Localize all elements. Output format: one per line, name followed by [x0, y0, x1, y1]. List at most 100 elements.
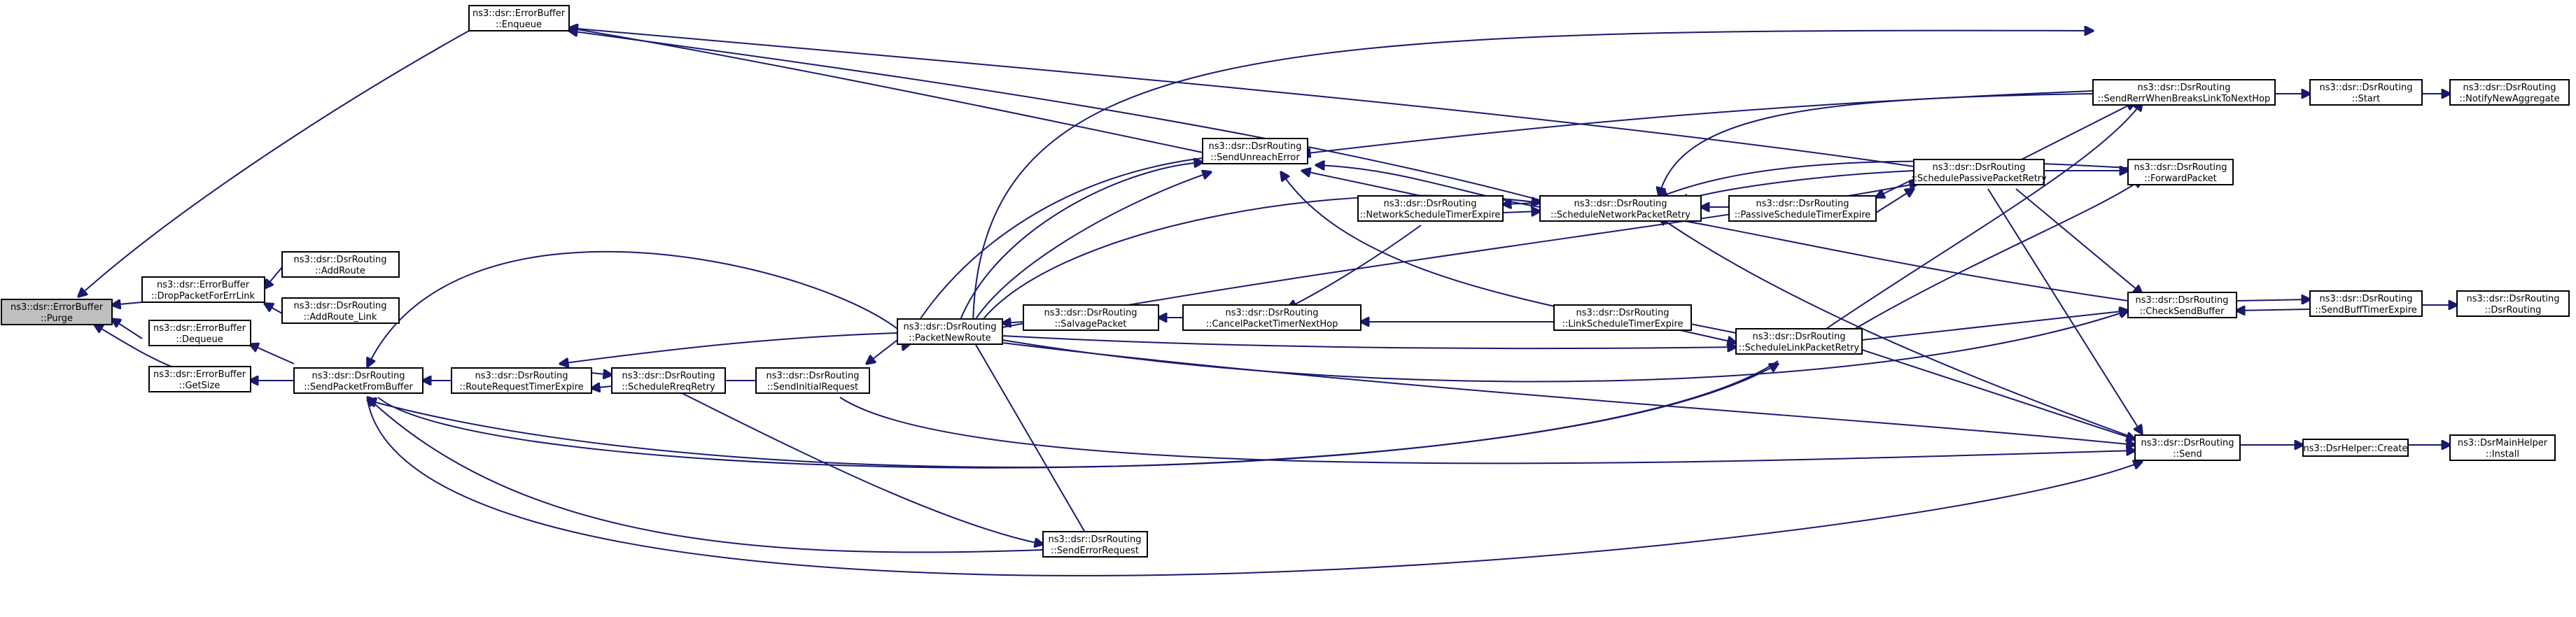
node-schedlink[interactable]: ns3::dsr::DsrRouting ::ScheduleLinkPacke…: [1735, 328, 1863, 355]
node-dequeue[interactable]: ns3::dsr::ErrorBuffer ::Dequeue: [148, 320, 251, 346]
node-senderr[interactable]: ns3::dsr::DsrRouting ::SendErrorRequest: [1042, 531, 1148, 558]
node-checksend-line2: ::CheckSendBuffer: [2140, 306, 2225, 317]
edge-linkste-sendunreach: [1281, 172, 1562, 308]
edge-pnr-sendpfb: [368, 250, 898, 367]
edge-schedpass-checksend: [2015, 188, 2142, 294]
node-netste-line1: ns3::dsr::DsrRouting: [1384, 199, 1477, 209]
node-netste[interactable]: ns3::dsr::DsrRouting ::NetworkScheduleTi…: [1357, 195, 1504, 222]
edge-schednet-enqueue: [569, 31, 1541, 201]
node-cancelnh[interactable]: ns3::dsr::DsrRouting ::CancelPacketTimer…: [1182, 304, 1362, 331]
node-dequeue-line1: ns3::dsr::ErrorBuffer: [153, 323, 246, 334]
edge-linkste-schedlink: [1679, 329, 1736, 343]
node-dsrrouting-line1: ns3::dsr::DsrRouting: [2467, 294, 2560, 304]
edge-checksend-schednet: [1659, 217, 2129, 302]
node-senderrbreak[interactable]: ns3::dsr::DsrRouting ::SendRerrWhenBreak…: [2092, 79, 2276, 106]
edge-sendpfb-schedlink: [377, 364, 1778, 469]
edge-pnr-sendinit: [867, 339, 898, 364]
edge-salvage-pnr: [1002, 322, 1024, 323]
node-send[interactable]: ns3::dsr::DsrRouting ::Send: [2134, 434, 2241, 461]
node-rrte[interactable]: ns3::dsr::DsrRouting ::RouteRequestTimer…: [451, 367, 592, 394]
edge-pnr-schedlink: [1002, 335, 1736, 348]
node-purge[interactable]: ns3::dsr::ErrorBuffer ::Purge: [1, 299, 113, 325]
node-addroutelink[interactable]: ns3::dsr::DsrRouting ::AddRoute_Link: [281, 297, 400, 324]
edge-enqueue-purge: [78, 30, 470, 297]
node-forward-line1: ns3::dsr::DsrRouting: [2134, 162, 2227, 173]
edge-forward-schednet: [1659, 160, 2129, 197]
node-getsize-line1: ns3::dsr::ErrorBuffer: [153, 369, 246, 380]
node-getsize[interactable]: ns3::dsr::ErrorBuffer ::GetSize: [148, 366, 251, 392]
node-addroutelink-line1: ns3::dsr::DsrRouting: [294, 301, 387, 311]
node-sendbte-line2: ::SendBuffTimerExpire: [2315, 305, 2417, 315]
node-senderr-line1: ns3::dsr::DsrRouting: [1049, 534, 1142, 545]
node-dropfor-line1: ns3::dsr::ErrorBuffer: [157, 280, 250, 290]
node-senderrbreak-line1: ns3::dsr::DsrRouting: [2138, 83, 2231, 93]
node-senderrbreak-line2: ::SendRerrWhenBreaksLinkToNextHop: [2098, 94, 2271, 104]
node-dropfor[interactable]: ns3::dsr::ErrorBuffer ::DropPacketForErr…: [141, 276, 265, 303]
node-sendpfb-line1: ns3::dsr::DsrRouting: [312, 371, 405, 381]
node-start[interactable]: ns3::dsr::DsrRouting ::Start: [2309, 79, 2423, 106]
edge-send-schednet: [1659, 217, 2143, 441]
node-pnr-line1: ns3::dsr::DsrRouting: [904, 322, 997, 332]
node-sendunreach-line2: ::SendUnreachError: [1210, 153, 1300, 163]
edge-senderrbreak-schednet: [1659, 93, 2094, 196]
edges-layer: [78, 28, 2457, 576]
node-netste-line2: ::NetworkScheduleTimerExpire: [1360, 210, 1501, 220]
edge-pnr-sendpfb-top: [972, 31, 2093, 324]
node-pnr[interactable]: ns3::dsr::DsrRouting ::PacketNewRoute: [897, 318, 1003, 345]
node-passste-line1: ns3::dsr::DsrRouting: [1756, 199, 1849, 209]
edge-schedpass-enqueue: [569, 28, 1914, 167]
node-dsrrouting[interactable]: ns3::dsr::DsrRouting ::DsrRouting: [2456, 290, 2570, 317]
node-sendbte[interactable]: ns3::dsr::DsrRouting ::SendBuffTimerExpi…: [2309, 290, 2423, 317]
node-dsrrouting-line2: ::DsrRouting: [2485, 305, 2542, 315]
node-send-line2: ::Send: [2173, 449, 2202, 460]
node-enqueue-line2: ::Enqueue: [496, 20, 542, 30]
node-pnr-line2: ::PacketNewRoute: [909, 333, 990, 343]
node-sendinit-line1: ns3::dsr::DsrRouting: [766, 371, 860, 381]
node-cancelnh-line1: ns3::dsr::DsrRouting: [1226, 308, 1319, 318]
node-passste-line2: ::PassiveScheduleTimerExpire: [1735, 210, 1871, 220]
node-install[interactable]: ns3::DsrMainHelper ::Install: [2449, 434, 2556, 461]
node-dequeue-line2: ::Dequeue: [176, 334, 223, 345]
node-notify-line2: ::NotifyNewAggregate: [2459, 94, 2559, 104]
edge-pnr-rrte: [560, 332, 898, 364]
node-schedrreq[interactable]: ns3::dsr::DsrRouting ::ScheduleRreqRetry: [611, 367, 726, 394]
node-schednet-line2: ::ScheduleNetworkPacketRetry: [1550, 210, 1690, 220]
node-forward[interactable]: ns3::dsr::DsrRouting ::ForwardPacket: [2127, 159, 2234, 185]
node-sendunreach[interactable]: ns3::dsr::DsrRouting ::SendUnreachError: [1202, 138, 1308, 164]
node-send-line1: ns3::dsr::DsrRouting: [2141, 438, 2234, 448]
node-checksend[interactable]: ns3::dsr::DsrRouting ::CheckSendBuffer: [2127, 292, 2237, 318]
node-sendpfb-line2: ::SendPacketFromBuffer: [304, 382, 413, 392]
node-start-line2: ::Start: [2352, 94, 2381, 104]
node-addroute[interactable]: ns3::dsr::DsrRouting ::AddRoute: [281, 251, 400, 278]
node-schedpass[interactable]: ns3::dsr::DsrRouting ::SchedulePassivePa…: [1911, 159, 2047, 185]
edge-schedrreq-rrte: [592, 386, 612, 388]
node-rrte-line2: ::RouteRequestTimerExpire: [459, 382, 583, 392]
edge-addroutelink-dropfor: [265, 304, 283, 314]
node-sendbte-line1: ns3::dsr::DsrRouting: [2320, 294, 2413, 304]
node-enqueue[interactable]: ns3::dsr::ErrorBuffer ::Enqueue: [468, 5, 570, 31]
node-schednet[interactable]: ns3::dsr::DsrRouting ::ScheduleNetworkPa…: [1539, 195, 1702, 222]
edge-schedlink-checksend: [1861, 311, 2128, 341]
node-addroute-line2: ::AddRoute: [315, 266, 365, 276]
edge-schedlink-send: [1861, 349, 2135, 439]
edge-sendinit-send: [839, 397, 2135, 464]
node-dropfor-line2: ::DropPacketForErrLink: [151, 291, 255, 302]
node-passste[interactable]: ns3::dsr::DsrRouting ::PassiveScheduleTi…: [1728, 195, 1877, 222]
node-salvage[interactable]: ns3::dsr::DsrRouting ::SalvagePacket: [1023, 304, 1159, 331]
node-sendinit[interactable]: ns3::dsr::DsrRouting ::SendInitialReques…: [755, 367, 870, 394]
node-notify-line1: ns3::dsr::DsrRouting: [2463, 83, 2556, 93]
node-schedrreq-line1: ns3::dsr::DsrRouting: [622, 371, 715, 381]
node-cancelnh-line2: ::CancelPacketTimerNextHop: [1206, 319, 1338, 329]
node-addroute-line1: ns3::dsr::DsrRouting: [294, 255, 387, 265]
edge-sendpfb-send: [367, 399, 2142, 576]
node-install-line1: ns3::DsrMainHelper: [2458, 438, 2548, 448]
edge-netste-sendunreach: [1302, 171, 1422, 197]
node-linkste[interactable]: ns3::dsr::DsrRouting ::LinkScheduleTimer…: [1553, 304, 1692, 331]
node-notify[interactable]: ns3::dsr::DsrRouting ::NotifyNewAggregat…: [2449, 79, 2570, 106]
node-schednet-line1: ns3::dsr::DsrRouting: [1574, 199, 1667, 209]
node-sendpfb[interactable]: ns3::dsr::DsrRouting ::SendPacketFromBuf…: [293, 367, 424, 394]
edge-netste-cancelnh: [1288, 225, 1422, 308]
node-helpercreate[interactable]: ns3::DsrHelper::Create: [2302, 439, 2409, 457]
node-checksend-line1: ns3::dsr::DsrRouting: [2136, 295, 2229, 306]
